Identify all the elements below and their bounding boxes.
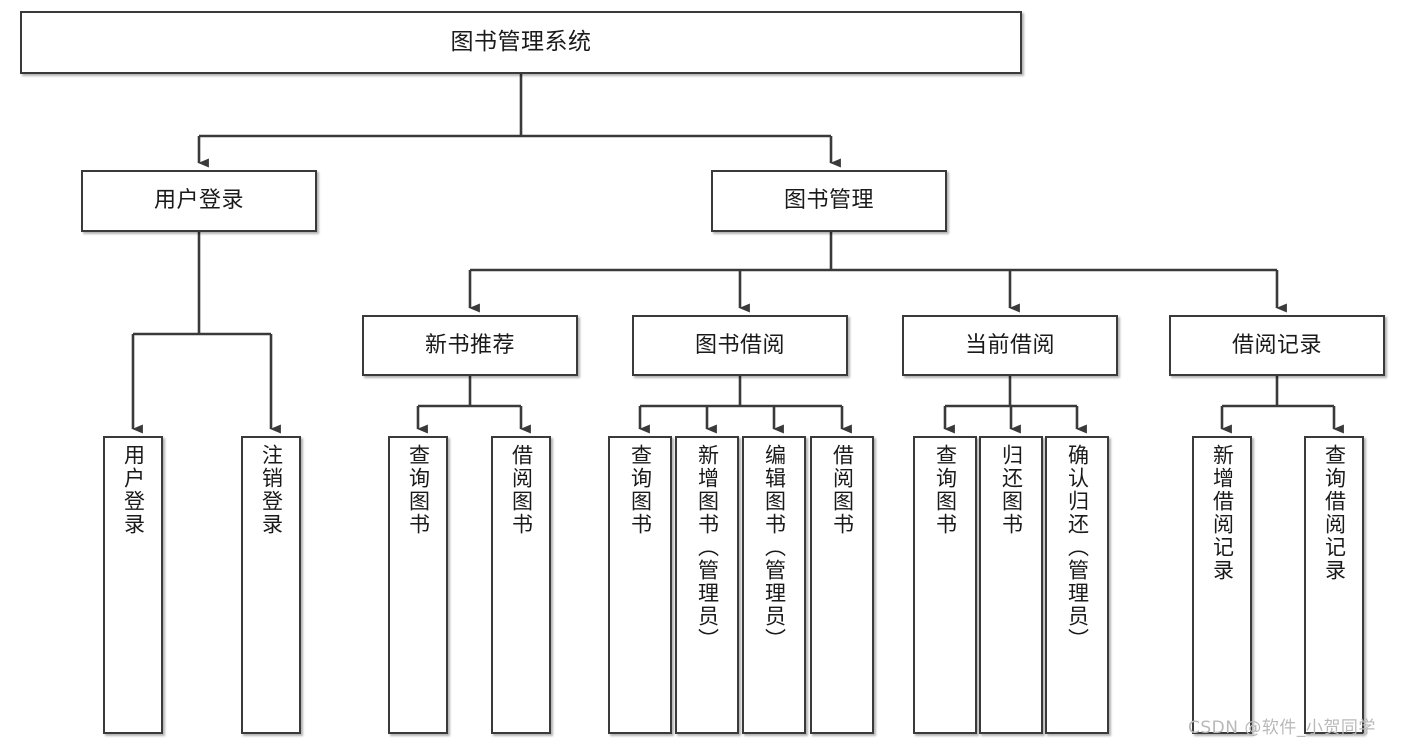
node-leaf-query-book-3-label: 查询图书 — [933, 444, 958, 536]
node-user-login-label: 用户登录 — [153, 188, 244, 214]
edge-current-borrow-bus — [945, 376, 1077, 408]
node-book-manage-label: 图书管理 — [783, 188, 874, 214]
node-leaf-query-record-label: 查询借阅记录 — [1322, 444, 1347, 582]
edge-root-to-bus — [199, 74, 831, 138]
node-leaf-query-book-2-label: 查询图书 — [628, 444, 653, 536]
node-current-borrow-label: 当前借阅 — [964, 332, 1055, 358]
node-leaf-confirm-return[interactable]: 确认归还（管理员） — [1045, 436, 1109, 734]
node-leaf-query-record[interactable]: 查询借阅记录 — [1304, 436, 1364, 734]
node-leaf-borrow-book-1[interactable]: 借阅图书 — [491, 436, 551, 734]
node-leaf-add-record-label: 新增借阅记录 — [1210, 444, 1235, 582]
edge-borrow-record-bus — [1222, 376, 1334, 408]
node-leaf-query-book-1[interactable]: 查询图书 — [388, 436, 448, 734]
node-leaf-add-book[interactable]: 新增图书（管理员） — [675, 436, 739, 734]
node-leaf-return-book-label: 归还图书 — [999, 444, 1024, 536]
node-leaf-query-book-1-label: 查询图书 — [406, 444, 431, 536]
node-leaf-borrow-book-1-label: 借阅图书 — [509, 444, 534, 536]
node-leaf-borrow-book-2-label: 借阅图书 — [830, 444, 855, 536]
node-user-login[interactable]: 用户登录 — [81, 170, 317, 232]
node-leaf-user-logout[interactable]: 注销登录 — [241, 436, 301, 734]
node-current-borrow[interactable]: 当前借阅 — [902, 315, 1118, 376]
node-root[interactable]: 图书管理系统 — [20, 11, 1022, 74]
node-leaf-edit-book[interactable]: 编辑图书（管理员） — [742, 436, 806, 734]
node-new-book-recommend[interactable]: 新书推荐 — [362, 315, 578, 376]
node-leaf-query-book-3[interactable]: 查询图书 — [913, 436, 977, 734]
node-borrow-record[interactable]: 借阅记录 — [1169, 315, 1385, 376]
csdn-watermark: CSDN @软件_小贺同学 — [1188, 718, 1376, 738]
node-leaf-return-book[interactable]: 归还图书 — [979, 436, 1043, 734]
node-leaf-add-book-label: 新增图书（管理员） — [695, 444, 720, 651]
node-leaf-add-record[interactable]: 新增借阅记录 — [1192, 436, 1252, 734]
edge-book-borrow-bus — [640, 376, 842, 408]
node-root-label: 图书管理系统 — [450, 28, 592, 55]
node-leaf-user-login[interactable]: 用户登录 — [103, 436, 163, 734]
node-leaf-user-login-label: 用户登录 — [121, 444, 146, 536]
node-book-borrow[interactable]: 图书借阅 — [632, 315, 848, 376]
node-new-book-recommend-label: 新书推荐 — [424, 332, 515, 358]
edge-user-login-bus — [133, 232, 271, 336]
node-book-borrow-label: 图书借阅 — [694, 332, 785, 358]
node-leaf-user-logout-label: 注销登录 — [259, 444, 284, 536]
node-leaf-edit-book-label: 编辑图书（管理员） — [762, 444, 787, 651]
node-borrow-record-label: 借阅记录 — [1231, 332, 1322, 358]
node-leaf-borrow-book-2[interactable]: 借阅图书 — [810, 436, 874, 734]
edge-book-manage-bus — [470, 232, 1277, 272]
node-book-manage[interactable]: 图书管理 — [711, 170, 947, 232]
node-leaf-confirm-return-label: 确认归还（管理员） — [1065, 444, 1090, 651]
edge-new-book-recommend-bus — [418, 376, 521, 408]
node-leaf-query-book-2[interactable]: 查询图书 — [608, 436, 672, 734]
